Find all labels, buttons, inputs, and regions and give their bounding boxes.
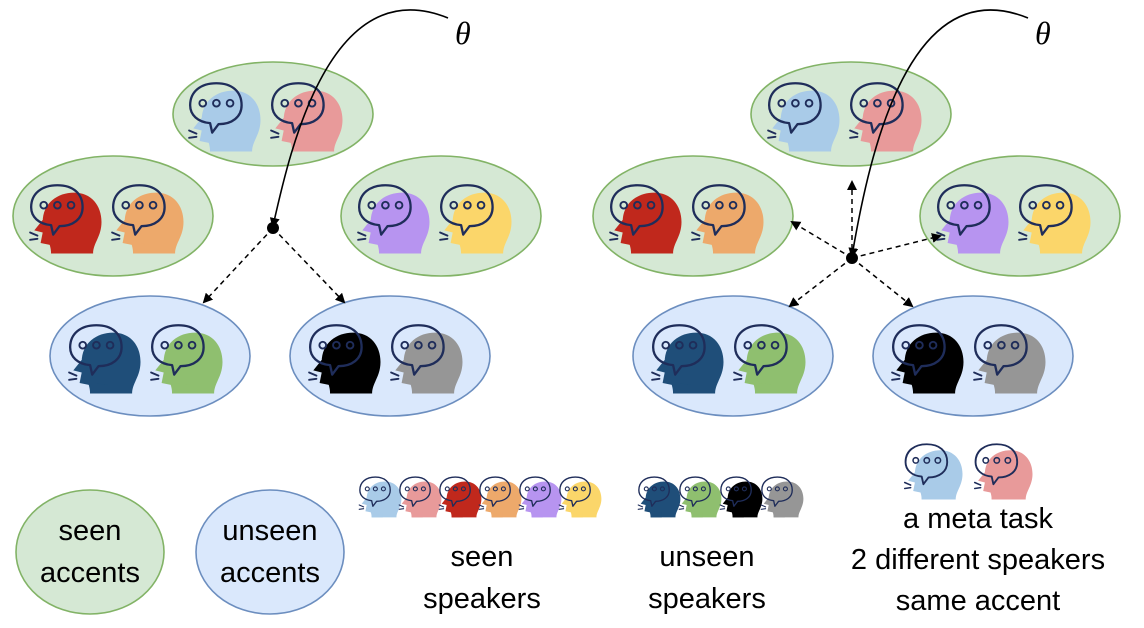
speaker-icon: [188, 82, 261, 152]
speaker-icon: [651, 324, 724, 394]
legend-label: 2 different speakers: [851, 544, 1105, 576]
speaker-icon: [439, 184, 512, 254]
speaker-icon: [719, 476, 763, 518]
legend-label: speakers: [423, 583, 541, 615]
seen-speaker-icons: [358, 476, 602, 518]
legend-seen-accent-swatch: [15, 489, 165, 615]
speaker-icon: [358, 476, 402, 518]
speaker-icon: [398, 476, 442, 518]
theta-arrow: [848, 9, 1029, 258]
speaker-icon: [390, 324, 463, 394]
theta-symbol: θ: [455, 15, 471, 51]
left-panel: θ: [12, 9, 542, 417]
adapt-arrow: [790, 220, 853, 259]
legend-label: seen: [59, 515, 122, 547]
legend-seen-accents: seen accents: [15, 489, 165, 615]
legend-label: speakers: [648, 583, 766, 615]
speaker-icon: [1018, 184, 1091, 254]
legend-label: seen: [451, 541, 514, 573]
speaker-icon: [270, 82, 343, 152]
speaker-icon: [936, 184, 1009, 254]
speaker-icon: [637, 476, 681, 518]
speaker-icon: [760, 476, 804, 518]
theta-arrow: [269, 9, 449, 228]
speaker-icon: [438, 476, 482, 518]
legend-label: accents: [40, 557, 140, 589]
legend-meta-task: a meta task 2 different speakers same ac…: [851, 443, 1105, 617]
adapt-arrow: [851, 233, 942, 259]
legend-unseen-accents: unseen accents: [195, 489, 345, 615]
adapt-arrow: [851, 257, 914, 308]
speaker-icon: [111, 184, 184, 254]
legend-unseen-speakers: unseen speakers: [637, 476, 804, 615]
speaker-icon: [609, 184, 682, 254]
right-panel: θ: [592, 9, 1121, 417]
speaker-icon: [478, 476, 522, 518]
legend-label: unseen: [659, 541, 754, 573]
speaker-icon: [973, 443, 1033, 500]
speaker-icon: [678, 476, 722, 518]
speaker-icon: [903, 443, 963, 500]
legend: seen accents unseen accents seen speaker…: [15, 443, 1105, 617]
speaker-icon: [891, 324, 964, 394]
speaker-icon: [518, 476, 562, 518]
speaker-icon: [357, 184, 430, 254]
legend-unseen-accent-swatch: [195, 489, 345, 615]
speaker-icon: [973, 324, 1046, 394]
adapt-arrow: [202, 227, 274, 304]
legend-label: a meta task: [903, 503, 1053, 535]
speaker-icon: [849, 82, 922, 152]
theta-symbol: θ: [1035, 15, 1051, 51]
adapt-arrow: [272, 227, 346, 304]
speaker-icon: [558, 476, 602, 518]
speaker-icon: [29, 184, 102, 254]
speaker-icon: [767, 82, 840, 152]
unseen-speaker-icons: [637, 476, 804, 518]
adapt-arrow: [788, 257, 853, 308]
legend-label: same accent: [896, 585, 1060, 617]
legend-label: unseen: [222, 515, 317, 547]
speaker-icon: [733, 324, 806, 394]
speaker-icon: [68, 324, 141, 394]
legend-label: accents: [220, 557, 320, 589]
speaker-icon: [691, 184, 764, 254]
legend-seen-speakers: seen speakers: [358, 476, 602, 615]
speaker-icon: [150, 324, 223, 394]
speaker-icon: [308, 324, 381, 394]
